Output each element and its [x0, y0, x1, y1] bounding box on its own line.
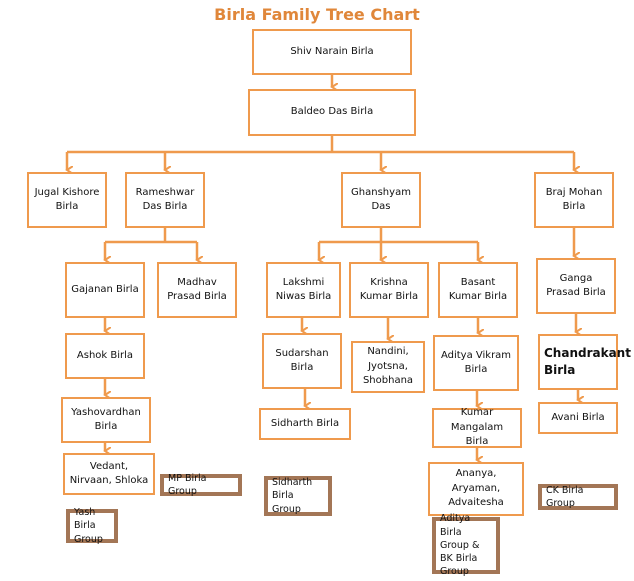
- group-aditya-birla-bk-birla-group: Aditya Birla Group & BK Birla Group: [432, 513, 500, 577]
- node-kumar-mangalam-birla: Kumar Mangalam Birla: [432, 407, 522, 448]
- group-sidharth-birla-group: Sidharth Birla Group: [264, 476, 332, 516]
- node-ghanshyam-das: Ghanshyam Das: [341, 172, 421, 228]
- node-sudarshan-birla: Sudarshan Birla: [262, 333, 342, 389]
- node-avani-birla: Avani Birla: [538, 402, 618, 434]
- node-madhav-prasad-birla: Madhav Prasad Birla: [157, 262, 237, 318]
- node-gajanan-birla: Gajanan Birla: [65, 262, 145, 318]
- group-mp-birla-group: MP Birla Group: [160, 473, 242, 497]
- node-chandrakant-birla: Chandrakant Birla: [538, 334, 631, 390]
- chart-title: Birla Family Tree Chart: [214, 5, 420, 24]
- node-aditya-vikram-birla: Aditya Vikram Birla: [433, 335, 519, 391]
- node-nandini-jyotsna-shobhana: Nandini, Jyotsna, Shobhana: [351, 341, 425, 393]
- node-braj-mohan-birla: Braj Mohan Birla: [534, 172, 614, 228]
- node-ganga-prasad-birla: Ganga Prasad Birla: [536, 258, 616, 314]
- node-baldeo-das-birla: Baldeo Das Birla: [248, 89, 416, 136]
- node-vedant-nirvaan-shloka: Vedant, Nirvaan, Shloka: [63, 453, 155, 495]
- node-ashok-birla: Ashok Birla: [65, 333, 145, 379]
- node-jugal-kishore-birla: Jugal Kishore Birla: [27, 172, 107, 228]
- node-ananya-aryaman-advaitesha: Ananya, Aryaman, Advaitesha: [428, 462, 524, 516]
- node-yashovardhan-birla: Yashovardhan Birla: [61, 397, 151, 443]
- node-lakshmi-niwas-birla: Lakshmi Niwas Birla: [266, 262, 341, 318]
- group-yash-birla-group: Yash Birla Group: [66, 507, 118, 545]
- node-basant-kumar-birla: Basant Kumar Birla: [438, 262, 518, 318]
- node-rameshwar-das-birla: Rameshwar Das Birla: [125, 172, 205, 228]
- group-ck-birla-group: CK Birla Group: [538, 484, 618, 510]
- node-krishna-kumar-birla: Krishna Kumar Birla: [349, 262, 429, 318]
- node-shiv-narain-birla: Shiv Narain Birla: [252, 29, 412, 75]
- node-sidharth-birla: Sidharth Birla: [259, 408, 351, 440]
